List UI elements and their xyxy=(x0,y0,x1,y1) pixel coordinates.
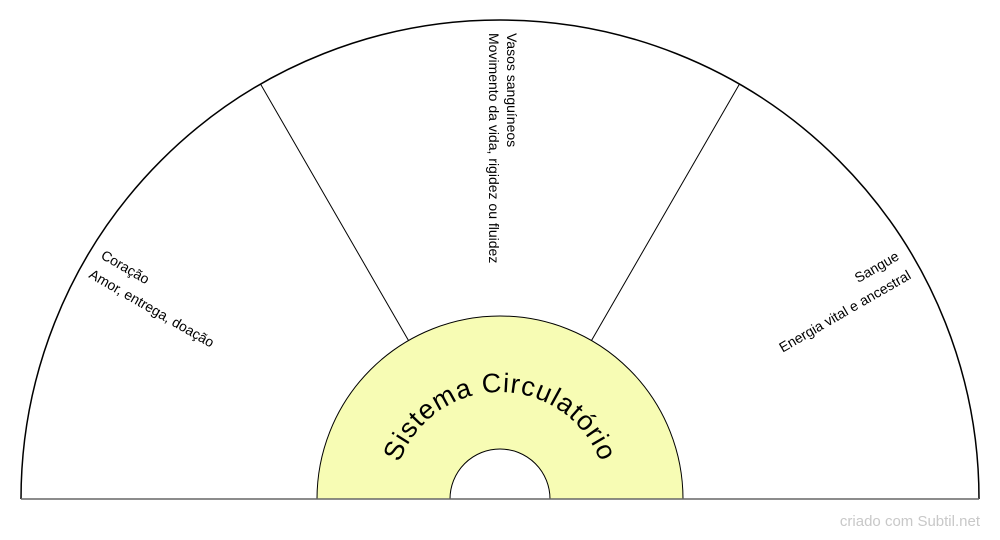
center-ring xyxy=(316,315,684,500)
divider-left xyxy=(260,83,409,341)
sector-vasos-subtitle: Movimento da vida, rigidez ou fluidez xyxy=(486,33,502,263)
watermark: criado com Subtil.net xyxy=(839,513,980,530)
sector-vasos-title: Vasos sanguíneos xyxy=(504,33,520,147)
divider-right xyxy=(591,83,740,341)
outer-arc xyxy=(20,19,980,500)
